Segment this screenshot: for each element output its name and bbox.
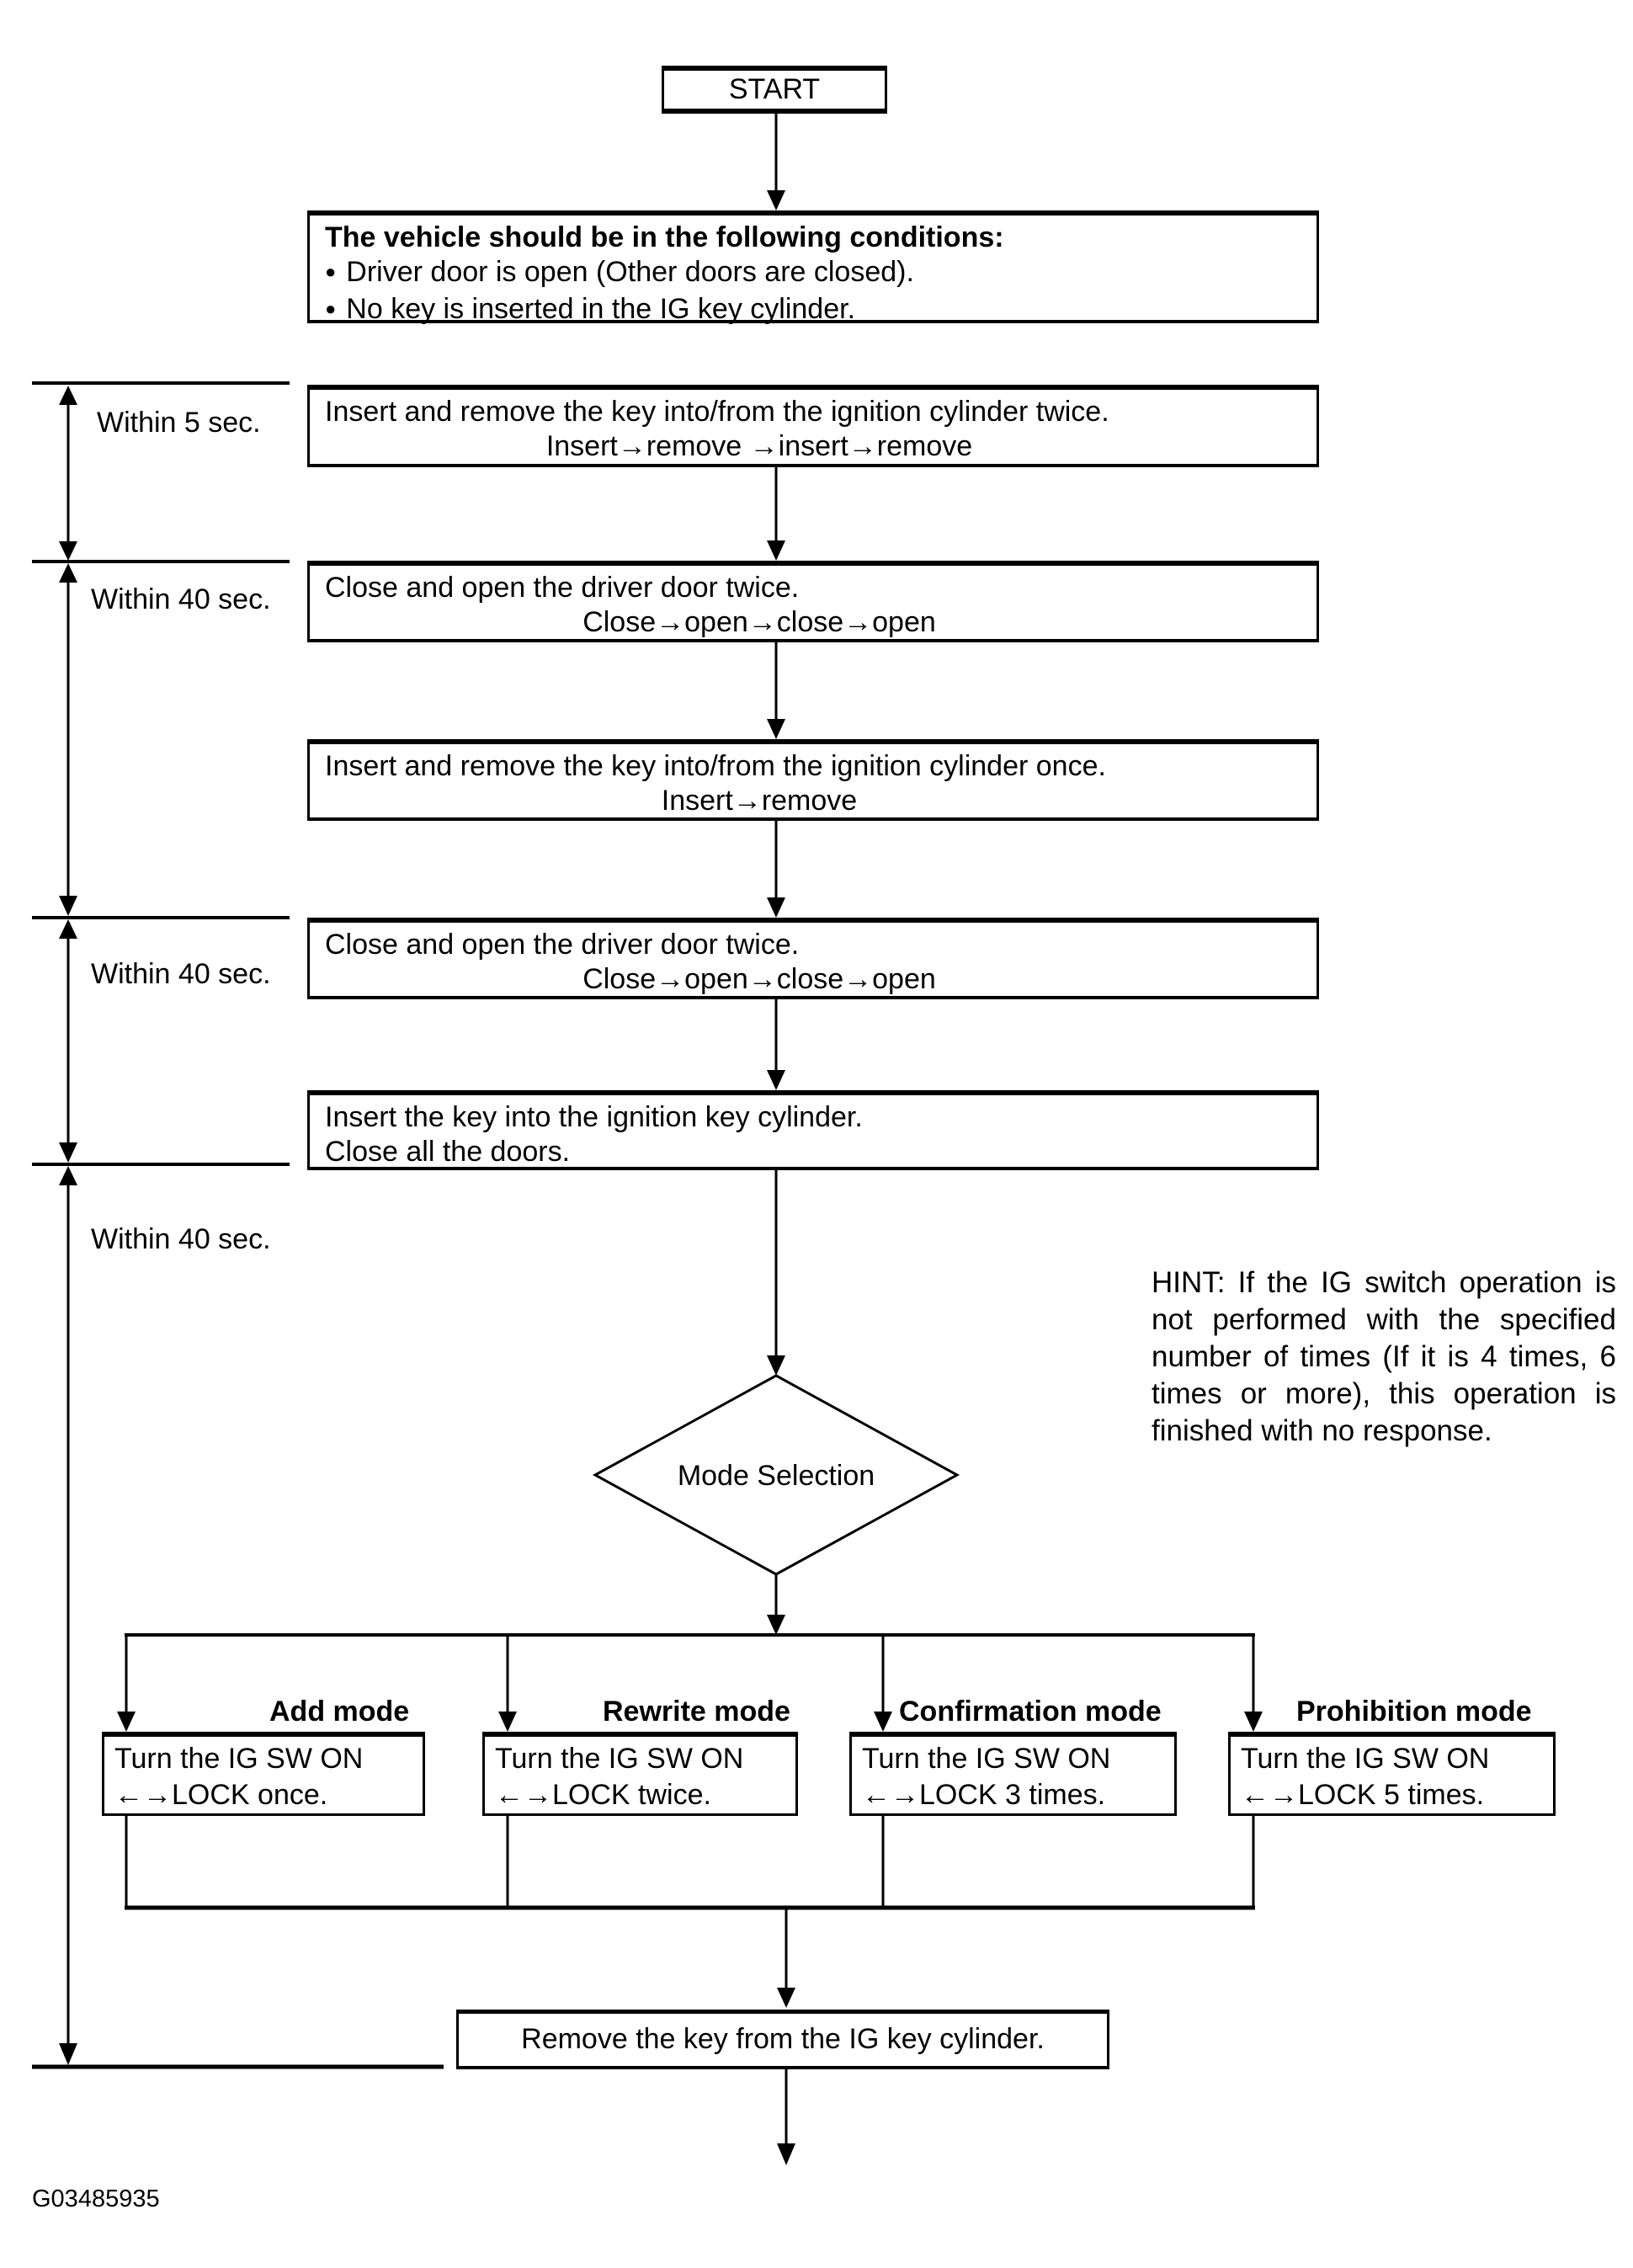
connector-start-to-conditions bbox=[767, 114, 785, 210]
timing-rail-span-2 bbox=[59, 563, 77, 916]
mode-label-add: Add mode bbox=[269, 1696, 410, 1728]
connector-decision-to-branches bbox=[767, 1574, 785, 1635]
step-4-line-2: Close→open→close→open bbox=[582, 963, 936, 995]
timer-label-1: Within 5 sec. bbox=[97, 407, 261, 439]
conditions-bullet-2-text: No key is inserted in the IG key cylinde… bbox=[346, 293, 856, 325]
mode-prohibition-line-1: Turn the IG SW ON bbox=[1241, 1743, 1490, 1775]
mode-prohibition-line-2: ←→LOCK 5 times. bbox=[1241, 1779, 1485, 1811]
timer-label-2: Within 40 sec. bbox=[91, 583, 271, 615]
mode-node-add: Turn the IG SW ON ←→LOCK once. bbox=[102, 1732, 425, 1816]
mode-confirmation-line-1: Turn the IG SW ON bbox=[862, 1743, 1111, 1775]
step-3-line-1: Insert and remove the key into/from the … bbox=[325, 750, 1106, 782]
timer-label-3: Within 40 sec. bbox=[91, 958, 271, 990]
conditions-title: The vehicle should be in the following c… bbox=[325, 221, 1004, 253]
conditions-bullet-2: ● No key is inserted in the IG key cylin… bbox=[325, 292, 1303, 329]
hint-line-2: not performed with the specified bbox=[1152, 1303, 1616, 1336]
connector-step3-to-step4 bbox=[767, 821, 785, 918]
hint-line-5: finished with no response. bbox=[1152, 1414, 1492, 1447]
branch-arrow-confirmation bbox=[874, 1635, 892, 1732]
timing-rail-span-3 bbox=[59, 919, 77, 1163]
step-5-line-2: Close all the doors. bbox=[325, 1136, 571, 1168]
mode-node-confirmation: Turn the IG SW ON ←→LOCK 3 times. bbox=[849, 1732, 1177, 1816]
branch-arrow-rewrite bbox=[498, 1635, 517, 1732]
step-1-line-1: Insert and remove the key into/from the … bbox=[325, 396, 1109, 428]
mode-label-confirmation: Confirmation mode bbox=[899, 1696, 1162, 1728]
timing-rail-span-1 bbox=[59, 386, 77, 561]
connector-final-arrow bbox=[777, 2069, 795, 2165]
connector-step4-to-step5 bbox=[767, 999, 785, 1090]
connector-collector-to-remove bbox=[777, 1909, 795, 2008]
timer-label-4: Within 40 sec. bbox=[91, 1223, 271, 1255]
decision-label: Mode Selection bbox=[677, 1460, 875, 1492]
hint-text: HINT: If the IG switch operation is not … bbox=[1152, 1264, 1616, 1450]
timing-rail-span-4 bbox=[59, 1166, 77, 2065]
mode-add-line-2: ←→LOCK once. bbox=[114, 1779, 328, 1811]
step-3-line-2: Insert→remove bbox=[661, 785, 858, 817]
hint-line-3: number of times (If it is 4 times, 6 bbox=[1152, 1340, 1616, 1373]
mode-node-prohibition: Turn the IG SW ON ←→LOCK 5 times. bbox=[1228, 1732, 1556, 1816]
hint-line-1: HINT: If the IG switch operation is bbox=[1152, 1266, 1616, 1299]
hint-line-4: times or more), this operation is bbox=[1152, 1377, 1616, 1410]
mode-label-prohibition: Prohibition mode bbox=[1296, 1696, 1532, 1728]
remove-key-node: Remove the key from the IG key cylinder. bbox=[456, 2010, 1109, 2069]
step-node-5: Insert the key into the ignition key cyl… bbox=[307, 1090, 1319, 1170]
remove-key-text: Remove the key from the IG key cylinder. bbox=[521, 2023, 1045, 2055]
conditions-bullet-1-text: Driver door is open (Other doors are clo… bbox=[346, 256, 914, 288]
conditions-bullet-1: ● Driver door is open (Other doors are c… bbox=[325, 255, 1303, 292]
mode-node-rewrite: Turn the IG SW ON ←→LOCK twice. bbox=[482, 1732, 798, 1816]
step-1-line-2: Insert→remove →insert→remove bbox=[545, 430, 973, 462]
mode-rewrite-line-2: ←→LOCK twice. bbox=[495, 1779, 711, 1811]
mode-confirmation-line-2: ←→LOCK 3 times. bbox=[862, 1779, 1106, 1811]
branch-arrow-add bbox=[117, 1635, 136, 1732]
connector-step5-to-decision bbox=[767, 1170, 785, 1376]
conditions-node: The vehicle should be in the following c… bbox=[307, 210, 1319, 325]
step-4-line-1: Close and open the driver door twice. bbox=[325, 929, 800, 961]
mode-label-rewrite: Rewrite mode bbox=[603, 1696, 790, 1728]
mode-add-line-1: Turn the IG SW ON bbox=[114, 1743, 364, 1775]
step-node-3: Insert and remove the key into/from the … bbox=[307, 739, 1319, 821]
bullet-icon: ● bbox=[325, 298, 337, 319]
branch-arrow-prohibition bbox=[1244, 1635, 1263, 1732]
connector-step2-to-step3 bbox=[767, 642, 785, 739]
start-label: START bbox=[728, 73, 821, 105]
step-node-2: Close and open the driver door twice. Cl… bbox=[307, 561, 1319, 642]
step-node-1: Insert and remove the key into/from the … bbox=[307, 385, 1319, 467]
figure-code: G03485935 bbox=[32, 2185, 160, 2212]
step-node-4: Close and open the driver door twice. Cl… bbox=[307, 918, 1319, 999]
step-2-line-1: Close and open the driver door twice. bbox=[325, 572, 800, 604]
bullet-icon: ● bbox=[325, 261, 337, 282]
step-2-line-2: Close→open→close→open bbox=[582, 606, 936, 638]
connector-step1-to-step2 bbox=[767, 467, 785, 561]
mode-exit-lines bbox=[125, 1816, 1255, 1909]
timing-rail-ticks bbox=[32, 381, 444, 2069]
start-node: START bbox=[662, 66, 887, 114]
step-5-line-1: Insert the key into the ignition key cyl… bbox=[325, 1101, 863, 1133]
mode-rewrite-line-1: Turn the IG SW ON bbox=[495, 1743, 744, 1775]
